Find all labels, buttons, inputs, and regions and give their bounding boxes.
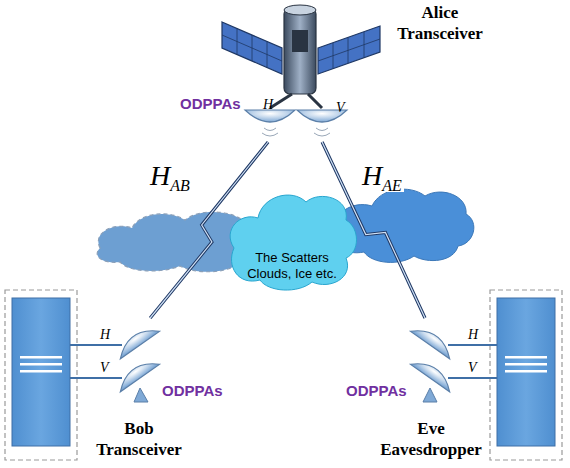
- dish: [410, 322, 456, 359]
- server-slot: [20, 370, 62, 373]
- cloud-right: [337, 189, 473, 262]
- dish-stand: [134, 388, 148, 402]
- server-frame: [5, 290, 77, 460]
- server-slot: [505, 370, 547, 373]
- dish: [114, 355, 160, 392]
- node-label: Alice Transceiver: [385, 2, 495, 45]
- radio-waves: [262, 128, 330, 136]
- panel-grid: [318, 32, 380, 69]
- channel-label: HAE: [360, 160, 404, 192]
- panel-grid: [222, 28, 282, 68]
- dish-stand: [423, 388, 437, 402]
- node-label: The Scatters Clouds, Ice etc.: [234, 250, 350, 283]
- antenna-label: ODPPAs: [162, 382, 223, 399]
- server-slot: [505, 363, 547, 366]
- antenna-label: ODPPAs: [346, 382, 407, 399]
- polarization-v: V: [468, 360, 477, 376]
- dish: [410, 355, 456, 392]
- satellite-band: [292, 30, 308, 52]
- dish: [114, 322, 160, 359]
- channel-label: HAB: [148, 160, 192, 192]
- server: [497, 298, 555, 446]
- polarization-v: V: [336, 100, 345, 116]
- solar-panel: [318, 26, 380, 74]
- node-label: Bob Transceiver: [80, 418, 198, 461]
- dish: [410, 355, 456, 392]
- polarization-v: V: [100, 360, 109, 376]
- polarization-h: H: [263, 97, 273, 113]
- antenna-arm: [270, 94, 322, 108]
- server-slot: [20, 356, 62, 359]
- alice-dishes: [245, 110, 347, 136]
- antenna-label: ODPPAs: [180, 95, 241, 112]
- alice-transceiver: Alice Transceiver: [215, 2, 515, 142]
- dish: [410, 322, 456, 359]
- feed-wire: [448, 345, 497, 378]
- scatter-cloud: The Scatters Clouds, Ice etc.: [226, 186, 358, 292]
- cloud-right: [337, 189, 473, 262]
- server-slot: [505, 356, 547, 359]
- polarization-h: H: [468, 327, 478, 343]
- node-label: Eve Eavesdropper: [370, 418, 492, 461]
- dish: [114, 355, 160, 392]
- solar-panel: [222, 22, 282, 74]
- satellite: [222, 5, 380, 108]
- server-slot: [20, 363, 62, 366]
- dish: [114, 322, 160, 359]
- satellite-body: [284, 8, 316, 94]
- satellite-top: [284, 5, 316, 15]
- cloud-shape: [230, 195, 356, 290]
- polarization-h: H: [100, 327, 110, 343]
- server-frame: [490, 290, 562, 460]
- feed-wire: [70, 345, 122, 378]
- server: [12, 298, 70, 446]
